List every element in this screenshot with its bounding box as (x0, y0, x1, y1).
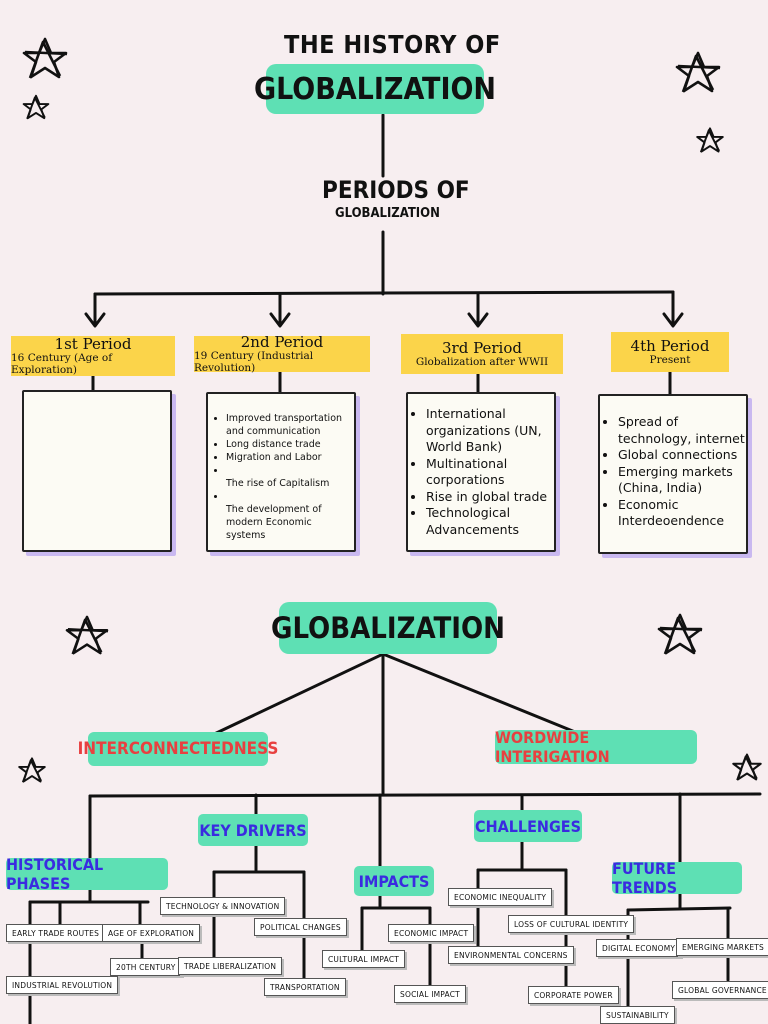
periods-subtitle: GLOBALIZATION (335, 206, 440, 221)
leaf-economic-impact: ECONOMIC IMPACT (388, 924, 475, 942)
header-title-pill: GLOBALIZATION (254, 64, 496, 114)
leaf-economic-inequality: ECONOMIC INEQUALITY (448, 888, 553, 906)
period-1-name: 1st Period (54, 335, 132, 353)
historical-phases-node: HISTORICAL PHASES (6, 855, 168, 893)
leaf-global-governance: GLOBAL GOVERNANCE (672, 981, 768, 999)
leaf-20th-century: 20TH CENTURY (110, 958, 182, 976)
leaf-digital-economy: DIGITAL ECONOMY (596, 939, 682, 957)
key-drivers-node: KEY DRIVERS (198, 814, 308, 846)
star-icon (18, 757, 46, 783)
star-icon (732, 753, 762, 781)
period-4-name: 4th Period (630, 337, 710, 355)
period-2-card: Improved transportation and communicatio… (206, 392, 356, 552)
period-1-sub: 16 Century (Age of Exploration) (11, 352, 113, 376)
star-icon (696, 127, 724, 153)
star-icon (22, 37, 68, 79)
challenges-node: CHALLENGES (474, 810, 582, 842)
header-title: GLOBALIZATION (254, 71, 497, 107)
period-2-header: 2nd Period 19 Century (Industrial Revolu… (194, 333, 370, 374)
period-1-card (22, 390, 172, 552)
list-item (226, 464, 354, 477)
future-trends-node: FUTURE TRENDS (612, 859, 742, 897)
leaf-trade-liberalization: TRADE LIBERALIZATION (178, 957, 283, 975)
list-item: International organizations (UN, World B… (426, 406, 554, 456)
period-1-header: 1st Period 16 Century (Age of Exploratio… (11, 336, 175, 376)
list-item: Improved transportation and communicatio… (226, 412, 354, 438)
leaf-early-trade-routes: EARLY TRADE ROUTES (6, 924, 106, 942)
period-4-sub: Present (649, 354, 691, 366)
list-item: Technological Advancements (426, 505, 554, 538)
star-icon (22, 94, 50, 120)
leaf-age-of-exploration: AGE OF EXPLORATION (102, 924, 201, 942)
interconnectedness-label: INTERCONNECTEDNESS (77, 739, 279, 759)
worldwide-integration-label: WORDWIDE INTERIGATION (495, 728, 610, 766)
period-4-card: Spread of technology, internet Global co… (598, 394, 748, 554)
period-3-card: International organizations (UN, World B… (406, 392, 556, 552)
key-drivers-label: KEY DRIVERS (199, 820, 307, 840)
period-2-name: 2nd Period (240, 333, 324, 351)
challenges-label: CHALLENGES (475, 816, 581, 836)
impacts-node: IMPACTS (354, 866, 434, 896)
future-trends-label: FUTURE TRENDS (612, 859, 678, 897)
leaf-corporate-power: CORPORATE POWER (528, 986, 619, 1004)
list-item: Spread of technology, internet (618, 414, 746, 447)
leaf-technology-innovation: TECHNOLOGY & INNOVATION (160, 897, 286, 915)
historical-phases-label: HISTORICAL PHASES (6, 855, 104, 893)
period-4-header: 4th Period Present (611, 332, 729, 372)
leaf-loss-of-cultural-identity: LOSS OF CULTURAL IDENTITY (508, 915, 635, 933)
star-icon (657, 613, 703, 655)
leaf-social-impact: SOCIAL IMPACT (394, 985, 466, 1003)
period-3-header: 3rd Period Globalization after WWII (401, 334, 563, 374)
period-3-name: 3rd Period (442, 339, 522, 357)
list-item: Rise in global trade (426, 489, 554, 506)
list-item: Global connections (618, 447, 746, 464)
leaf-cultural-impact: CULTURAL IMPACT (322, 950, 406, 968)
list-item: The rise of Capitalism (226, 478, 330, 489)
period-3-sub: Globalization after WWII (415, 356, 549, 368)
leaf-environmental-concerns: ENVIRONMENTAL CONCERNS (448, 946, 574, 964)
period-2-sub: 19 Century (Industrial Revolution) (194, 350, 314, 374)
list-item: Long distance trade (226, 438, 354, 451)
list-item: Migration and Labor (226, 451, 354, 464)
leaf-emerging-markets: EMERGING MARKETS (676, 938, 768, 956)
list-item: Multinational corporations (426, 456, 554, 489)
star-icon (675, 51, 721, 93)
list-item (226, 490, 354, 503)
interconnectedness-node: INTERCONNECTEDNESS (78, 732, 278, 766)
map-center-label: GLOBALIZATION (271, 611, 505, 645)
leaf-sustainability: SUSTAINABILITY (600, 1006, 675, 1024)
impacts-label: IMPACTS (358, 871, 430, 891)
leaf-transportation: TRANSPORTATION (264, 978, 346, 996)
leaf-industrial-revolution: INDUSTRIAL REVOLUTION (6, 976, 119, 994)
header-subtitle: THE HISTORY OF (284, 30, 501, 59)
list-item: Economic Interdeoendence (618, 497, 746, 530)
list-item: The development of modern Economic syste… (226, 504, 322, 541)
list-item: Emerging markets (China, India) (618, 464, 746, 497)
periods-title: PERIODS OF (322, 176, 470, 204)
worldwide-integration-node: WORDWIDE INTERIGATION (495, 728, 697, 766)
leaf-political-changes: POLITICAL CHANGES (254, 918, 347, 936)
star-icon (65, 615, 109, 655)
map-center-node: GLOBALIZATION (271, 602, 505, 654)
